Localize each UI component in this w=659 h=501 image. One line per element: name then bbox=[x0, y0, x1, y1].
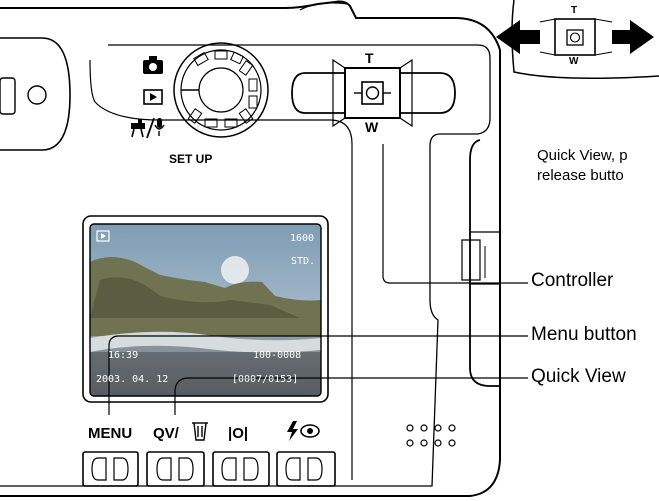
lcd-image-size: 1600 bbox=[290, 233, 315, 244]
left-arrow-icon bbox=[496, 20, 540, 54]
trash-icon bbox=[192, 422, 208, 441]
movie-voice-icon bbox=[131, 117, 165, 139]
setup-label: SET UP bbox=[169, 152, 213, 166]
inset-zoom-detail bbox=[496, 0, 659, 79]
camera-icon bbox=[143, 56, 163, 74]
lcd-time: 16:39 bbox=[108, 350, 139, 361]
left-square-button bbox=[0, 77, 16, 115]
callout-quick-view-release-line1: Quick View, p bbox=[537, 147, 628, 164]
menu-button bbox=[82, 451, 139, 487]
left-control-frame bbox=[0, 37, 71, 151]
playback-icon bbox=[143, 89, 163, 105]
lcd-frame-count: [0007/0153] bbox=[232, 374, 299, 385]
zoom-wide-label: W bbox=[365, 119, 379, 135]
qv-delete-button bbox=[146, 451, 205, 487]
flash-redeye-icon bbox=[287, 421, 320, 441]
leader-lines bbox=[108, 144, 528, 415]
panel-inner-line bbox=[89, 59, 353, 480]
callout-quick-view-release-line2: release butto bbox=[537, 167, 624, 184]
control-panel bbox=[0, 44, 491, 487]
display-button bbox=[212, 451, 270, 487]
lcd-playback-icon bbox=[96, 230, 110, 242]
callout-quick-view: Quick View bbox=[531, 366, 626, 387]
zoom-rocker bbox=[291, 58, 456, 128]
lcd-date: 2003. 04. 12 bbox=[96, 374, 169, 385]
flash-mode-button bbox=[276, 451, 336, 487]
inset-tele-label: T bbox=[571, 5, 578, 16]
callout-controller: Controller bbox=[531, 270, 614, 291]
callout-menu-button: Menu button bbox=[531, 324, 637, 345]
lcd-monitor bbox=[82, 215, 329, 403]
left-round-button bbox=[27, 85, 47, 105]
qv-button-label: QV/ bbox=[153, 425, 179, 442]
inset-wide-label: W bbox=[569, 56, 579, 67]
shutter-bump bbox=[299, 2, 349, 11]
zoom-tele-label: T bbox=[365, 50, 374, 66]
display-button-label: |O| bbox=[228, 425, 249, 442]
lcd-file-number: 100-0008 bbox=[253, 350, 302, 361]
speaker-grille bbox=[406, 424, 456, 447]
lcd-quality: STD. bbox=[291, 256, 316, 267]
right-arrow-icon bbox=[612, 20, 654, 54]
menu-button-label: MENU bbox=[88, 425, 133, 442]
bottom-button-row bbox=[82, 451, 336, 487]
mode-dial bbox=[173, 42, 269, 138]
side-door bbox=[461, 139, 501, 387]
